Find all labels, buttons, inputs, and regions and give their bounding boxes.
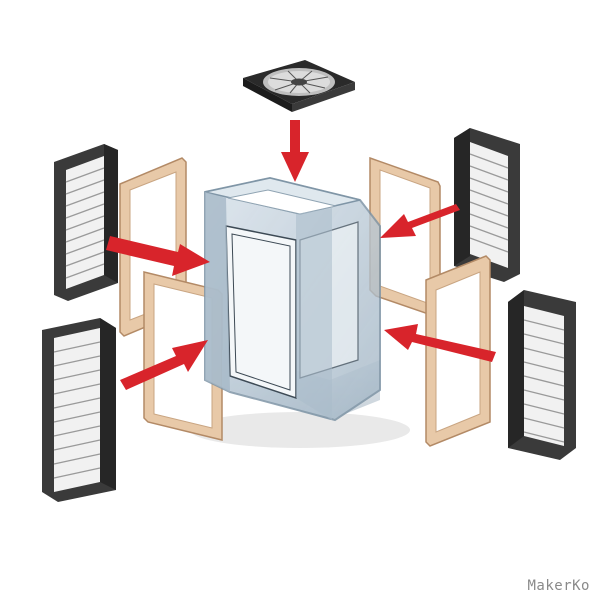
- wood-frame-icon: [369, 156, 441, 320]
- assembly-arrow-icon: [120, 340, 208, 390]
- assembly-arrow-icon: [281, 120, 309, 182]
- assembly-arrow-icon: [380, 204, 460, 238]
- glass-enclosure-icon: [204, 176, 381, 422]
- filter-cartridge-icon: [454, 128, 520, 282]
- assembly-arrow-icon: [106, 236, 210, 276]
- filter-cartridge-icon: [54, 144, 118, 301]
- cooling-fan-icon: [243, 60, 355, 112]
- filter-cartridge-icon: [508, 290, 576, 460]
- filter-cartridge-icon: [42, 318, 116, 502]
- enclosure-shadow: [190, 412, 410, 448]
- assembly-arrow-icon: [384, 324, 496, 362]
- watermark-logo: MakerKo: [527, 578, 590, 594]
